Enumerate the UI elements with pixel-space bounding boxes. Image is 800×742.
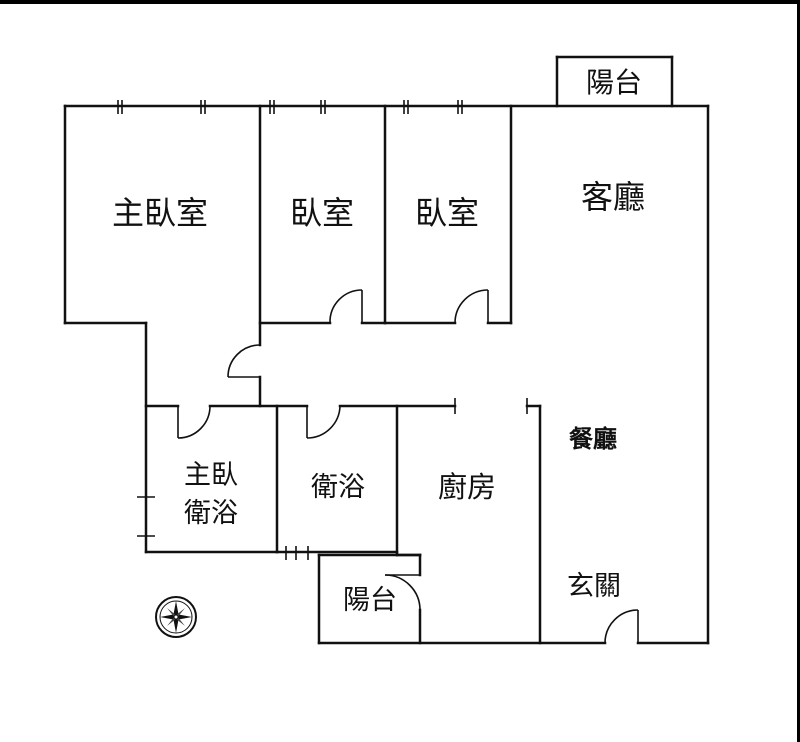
compass-icon (155, 596, 197, 638)
bedroom-2-label: 臥室 (290, 194, 354, 232)
master-bath-label-line1: 主臥 (184, 460, 238, 491)
balcony-rear-label: 陽台 (343, 585, 397, 616)
right-border (797, 0, 800, 742)
living-room-label: 客廳 (581, 178, 645, 216)
window-marks (117, 100, 463, 560)
bathroom-label: 衛浴 (311, 472, 365, 503)
master-bedroom-label: 主臥室 (112, 194, 208, 232)
entrance-label: 玄關 (567, 571, 621, 602)
bedroom-3-label: 臥室 (415, 194, 479, 232)
door-swings (177, 289, 639, 644)
master-bath-label-line2: 衛浴 (184, 498, 238, 529)
walls (63, 55, 710, 645)
balcony-front-label: 陽台 (586, 66, 642, 99)
kitchen-label: 廚房 (438, 470, 496, 504)
top-border (0, 0, 800, 4)
dining-room-label: 餐廳 (569, 425, 617, 453)
